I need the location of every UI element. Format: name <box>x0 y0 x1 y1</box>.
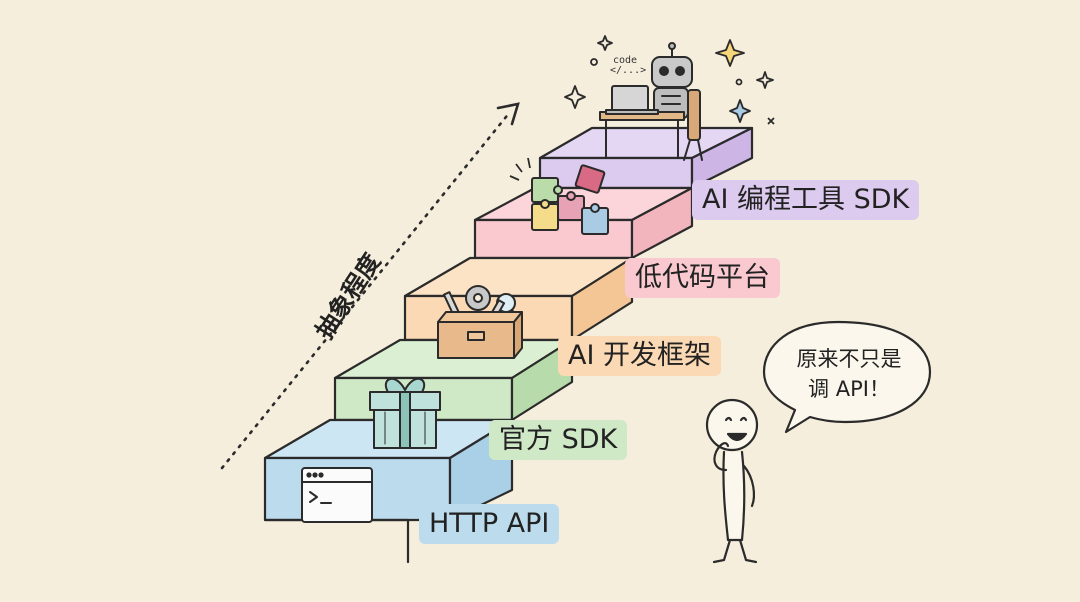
stick-figure <box>705 398 759 564</box>
terminal-window-icon <box>301 467 373 523</box>
speech-bubble <box>762 320 932 434</box>
robot-code-text: code </...> <box>610 55 647 76</box>
abstraction-arrow <box>220 102 520 470</box>
code-line-2: </...> <box>610 65 647 76</box>
step-4-block <box>473 186 694 260</box>
sparkle-icons <box>564 35 775 125</box>
robot-coding-icon <box>599 42 703 161</box>
speech-line-1: 原来不只是 <box>796 347 902 371</box>
step-label-official-sdk: 官方 SDK <box>489 420 628 460</box>
speech-bubble-text: 原来不只是 调 API！ <box>776 344 922 405</box>
step-5-block <box>538 126 754 190</box>
step-label-ai-coding-sdk: AI 编程工具 SDK <box>692 180 920 220</box>
step-label-ai-framework: AI 开发框架 <box>558 336 722 376</box>
toolbox-icon <box>437 285 523 359</box>
step-label-http-api: HTTP API <box>419 504 560 544</box>
code-line-1: code <box>612 55 638 66</box>
gift-box-icon <box>369 378 441 449</box>
speech-line-2: 调 API！ <box>808 377 890 402</box>
puzzle-pieces-icon <box>509 157 609 235</box>
step-label-low-code: 低代码平台 <box>625 258 780 298</box>
